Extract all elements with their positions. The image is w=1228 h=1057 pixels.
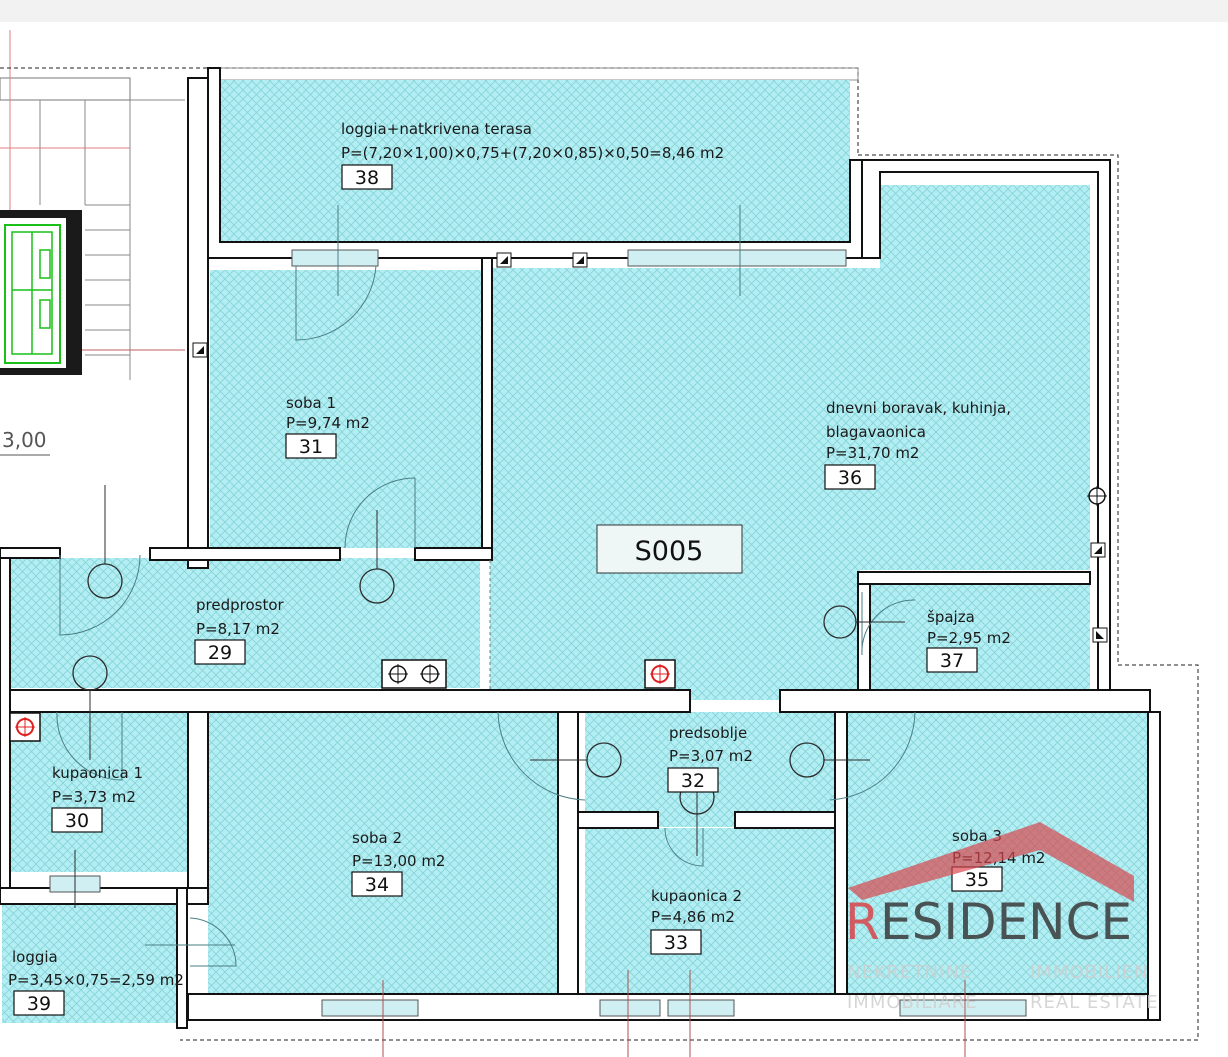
dimension-ticks: [382, 970, 966, 1057]
room-number: 29: [208, 642, 232, 664]
ventilation-icon: [192, 252, 1108, 643]
room-name: dnevni boravak, kuhinja,: [826, 399, 1011, 417]
room-number: 36: [838, 467, 862, 489]
room-name: kupaonica 1: [52, 764, 143, 782]
room-area: P=(7,20×1,00)×0,75+(7,20×0,85)×0,50=8,46…: [341, 144, 724, 162]
room-area: P=3,45×0,75=2,59 m2: [8, 971, 184, 989]
room-area: P=4,86 m2: [651, 908, 735, 926]
room-number: 32: [681, 770, 705, 792]
room-38: loggia+natkrivena terasa P=(7,20×1,00)×0…: [341, 120, 724, 190]
door-swings: [56, 205, 916, 967]
room-number: 34: [365, 874, 389, 896]
room-32: predsoblje P=3,07 m2 32: [667, 724, 753, 793]
room-name: soba 1: [286, 394, 336, 412]
room-name-2: blagavaonica: [826, 423, 926, 441]
stairwell: 3,00: [0, 30, 185, 456]
brand-line-1-right: IMMOBILIEN: [1030, 962, 1148, 983]
room-area: P=3,07 m2: [669, 747, 753, 765]
room-name: soba 2: [352, 829, 402, 847]
room-number: 35: [965, 869, 989, 891]
windows: [49, 249, 1027, 1017]
fixture-circles: [72, 485, 905, 908]
roof-icon: [848, 822, 1134, 902]
room-fills: [2, 80, 1147, 1023]
heating-icon: [9, 659, 676, 742]
unit-label-box: [596, 524, 743, 574]
walls: [0, 67, 1161, 1029]
room-area: P=13,00 m2: [352, 852, 445, 870]
room-name: predsoblje: [669, 724, 747, 742]
brand-first-letter: R: [845, 893, 880, 951]
residence-logo: R ESIDENCE NEKRETNINE IMMOBILIEN IMMOBIL…: [845, 822, 1159, 1013]
top-band: [0, 0, 1228, 22]
brand-line-2-left: IMMOBILIARE: [847, 992, 978, 1013]
room-area: P=3,73 m2: [52, 788, 136, 806]
room-area: P=9,74 m2: [286, 414, 370, 432]
room-number: 38: [355, 167, 379, 189]
room-name: špajza: [927, 608, 975, 626]
brand-line-2-right: REAL ESTATE: [1030, 992, 1159, 1013]
room-number: 39: [27, 993, 51, 1015]
room-number: 37: [940, 650, 964, 672]
room-34: soba 2 P=13,00 m2 34: [351, 829, 445, 897]
room-31: soba 1 P=9,74 m2 31: [285, 394, 370, 459]
elevator-icon: [4, 224, 61, 364]
brand-name: ESIDENCE: [880, 893, 1132, 951]
room-name: predprostor: [196, 596, 285, 614]
room-33: kupaonica 2 P=4,86 m2 33: [650, 887, 742, 955]
brand-line-1-left: NEKRETNINE: [847, 962, 972, 983]
level-label: 3,00: [2, 428, 47, 452]
room-39: loggia P=3,45×0,75=2,59 m2 39: [8, 948, 184, 1016]
room-36: dnevni boravak, kuhinja, blagavaonica P=…: [824, 399, 1011, 490]
room-area: P=8,17 m2: [196, 620, 280, 638]
room-name: kupaonica 2: [651, 887, 742, 905]
unit-label: S005: [635, 536, 704, 567]
parapet: [217, 67, 859, 81]
room-number: 31: [299, 436, 323, 458]
room-name: loggia+natkrivena terasa: [341, 120, 532, 138]
crosshair-icon: [1087, 486, 1107, 506]
room-number: 30: [65, 810, 89, 832]
room-30: kupaonica 1 P=3,73 m2 30: [51, 764, 143, 833]
room-area: P=2,95 m2: [927, 629, 1011, 647]
room-name: loggia: [12, 948, 58, 966]
room-37: špajza P=2,95 m2 37: [926, 608, 1011, 673]
room-area: P=31,70 m2: [826, 444, 919, 462]
room-number: 33: [664, 932, 688, 954]
shaft-icon: [381, 659, 447, 689]
room-29: predprostor P=8,17 m2 29: [194, 596, 285, 665]
